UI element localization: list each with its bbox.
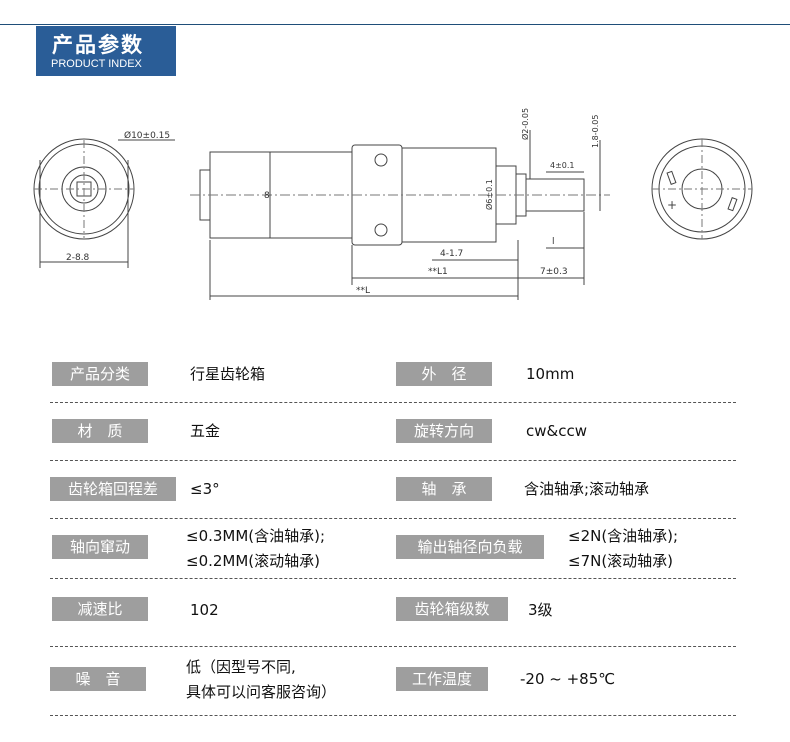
spec-row: 轴向窜动 ≤0.3MM(含油轴承); ≤0.2MM(滚动轴承) 输出轴径向负载 …	[50, 524, 736, 579]
spec-label-radial-load: 输出轴径向负载	[396, 535, 544, 559]
technical-drawing: Ø10±0.15 2-8.8 8 Ø2-0.05 1.8-0.05 4±0.1 …	[33, 108, 753, 300]
plus-terminal-mark: +	[667, 198, 677, 212]
spec-label-material: 材 质	[52, 419, 148, 443]
section-subtitle: PRODUCT INDEX	[51, 58, 142, 70]
rear-view	[651, 138, 753, 240]
section-title: 产品参数	[52, 33, 144, 57]
dim-l1: **L1	[428, 267, 448, 277]
dim-outer-dia: Ø10±0.15	[124, 130, 170, 141]
dim-boss: Ø6±0.1	[484, 179, 494, 210]
spec-value-bearing: 含油轴承;滚动轴承	[524, 480, 650, 498]
spec-label-backlash: 齿轮箱回程差	[50, 477, 176, 501]
side-view	[190, 130, 610, 300]
spec-value-radial-load-1: ≤2N(含油轴承);	[568, 527, 679, 545]
spec-value-backlash: ≤3°	[190, 480, 220, 498]
spec-row: 产品分类 行星齿轮箱 外 径 10mm	[50, 360, 736, 403]
spec-label-category: 产品分类	[52, 362, 148, 386]
spec-value-temperature: -20 ~ +85℃	[520, 670, 616, 688]
spec-value-category: 行星齿轮箱	[190, 365, 266, 383]
front-view	[33, 138, 175, 268]
dim-shaft-len: 7±0.3	[540, 267, 568, 277]
spec-value-ratio: 102	[190, 601, 219, 619]
spec-label-outer-dia: 外 径	[396, 362, 492, 386]
spec-value-radial-load-2: ≤7N(滚动轴承)	[568, 552, 674, 570]
spec-value-noise-2: 具体可以问客服咨询）	[186, 683, 337, 701]
top-rule	[0, 24, 790, 25]
spec-value-outer-dia: 10mm	[526, 365, 575, 383]
spec-value-stages: 3级	[528, 601, 553, 619]
dim-height: 8	[264, 191, 270, 201]
spec-value-material: 五金	[190, 422, 221, 440]
spec-value-noise-1: 低（因型号不同,	[186, 658, 296, 676]
spec-label-axial-play: 轴向窜动	[52, 535, 148, 559]
spec-label-noise: 噪 音	[50, 667, 146, 691]
spec-row: 齿轮箱回程差 ≤3° 轴 承 含油轴承;滚动轴承	[50, 477, 736, 519]
spec-value-axial-play-1: ≤0.3MM(含油轴承);	[186, 527, 326, 545]
dim-shaft-flat-len: 4±0.1	[550, 161, 575, 170]
spec-value-rotation: cw&ccw	[526, 422, 587, 440]
dim-shaft-dia: Ø2-0.05	[520, 108, 530, 140]
spec-row: 材 质 五金 旋转方向 cw&ccw	[50, 419, 736, 461]
spec-row: 减速比 102 齿轮箱级数 3级	[50, 596, 736, 647]
dim-gap: 4-1.7	[440, 249, 463, 259]
dim-l: l	[552, 237, 555, 247]
spec-label-temperature: 工作温度	[396, 667, 488, 691]
dim-width: 2-8.8	[66, 253, 90, 263]
spec-label-ratio: 减速比	[52, 597, 148, 621]
dim-total: **L	[356, 286, 370, 296]
spec-label-bearing: 轴 承	[396, 477, 492, 501]
spec-row: 噪 音 低（因型号不同, 具体可以问客服咨询） 工作温度 -20 ~ +85℃	[50, 655, 736, 716]
spec-label-stages: 齿轮箱级数	[396, 597, 508, 621]
section-badge: 产品参数 PRODUCT INDEX	[36, 26, 176, 76]
spec-value-axial-play-2: ≤0.2MM(滚动轴承)	[186, 552, 321, 570]
spec-label-rotation: 旋转方向	[396, 419, 492, 443]
dim-flat: 1.8-0.05	[591, 115, 600, 148]
